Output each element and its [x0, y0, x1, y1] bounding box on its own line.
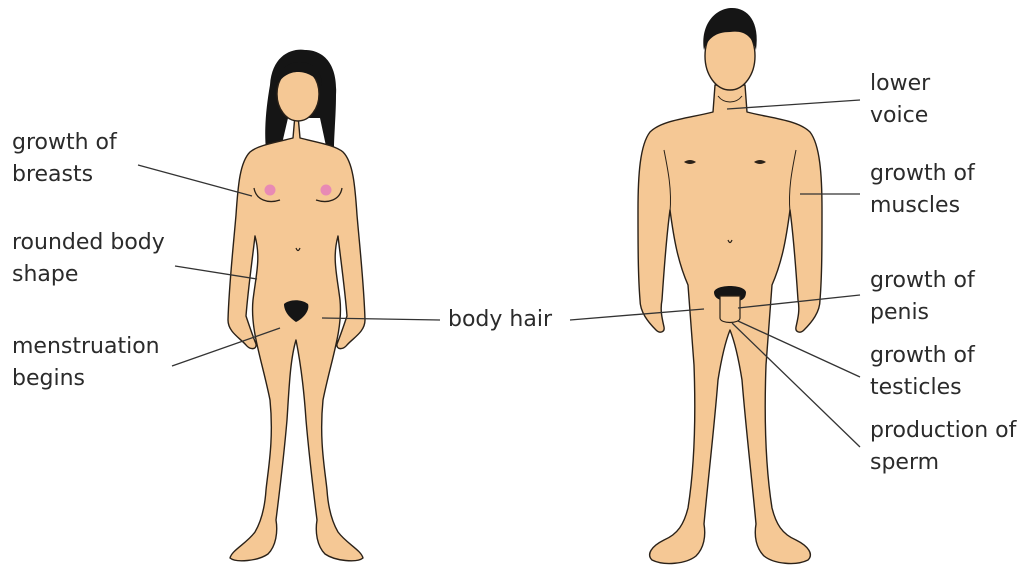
label-growth-of-muscles: growth of muscles — [870, 158, 975, 222]
label-line: growth of — [870, 158, 975, 190]
label-line: shape — [12, 259, 165, 291]
label-line: penis — [870, 297, 975, 329]
label-lower-voice: lower voice — [870, 68, 930, 132]
leader-line-body-hair-male — [570, 309, 704, 320]
label-line: breasts — [12, 159, 117, 191]
label-menstruation-begins: menstruation begins — [12, 331, 160, 395]
label-growth-of-breasts: growth of breasts — [12, 127, 117, 191]
leader-line-breasts — [138, 165, 252, 196]
label-line: lower — [870, 68, 930, 100]
label-line: growth of — [870, 340, 975, 372]
label-line: menstruation — [12, 331, 160, 363]
female-nipple-right — [321, 185, 332, 196]
label-line: rounded body — [12, 227, 165, 259]
label-line: testicles — [870, 372, 975, 404]
label-production-of-sperm: production of sperm — [870, 415, 1016, 479]
label-rounded-body-shape: rounded body shape — [12, 227, 165, 291]
label-line: sperm — [870, 447, 1016, 479]
label-body-hair: body hair — [448, 304, 552, 336]
male-figure — [638, 8, 822, 563]
female-body — [228, 115, 365, 561]
male-genitals — [720, 296, 740, 323]
female-nipple-left — [265, 185, 276, 196]
label-line: begins — [12, 363, 160, 395]
label-growth-of-testicles: growth of testicles — [870, 340, 975, 404]
label-line: growth of — [870, 265, 975, 297]
label-line: production of — [870, 415, 1016, 447]
label-growth-of-penis: growth of penis — [870, 265, 975, 329]
label-line: muscles — [870, 190, 975, 222]
label-line: growth of — [12, 127, 117, 159]
label-line: voice — [870, 100, 930, 132]
female-figure — [228, 50, 365, 561]
